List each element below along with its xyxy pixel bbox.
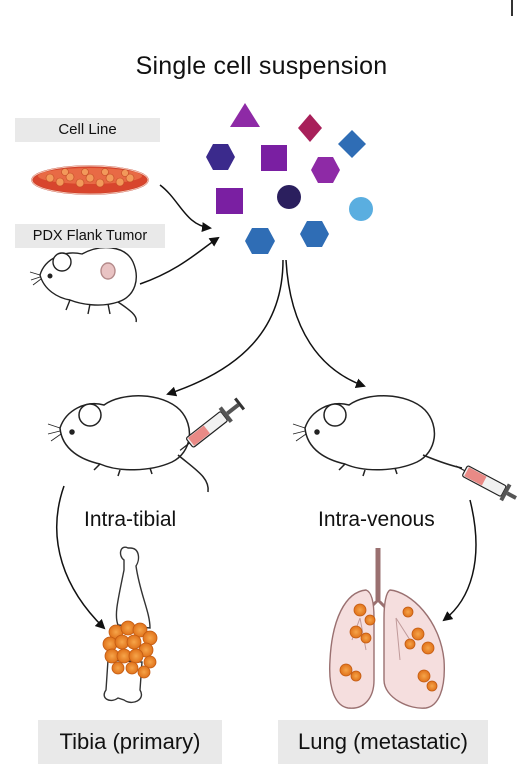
cell-line-label: Cell Line (15, 118, 160, 142)
syringe-left-icon (179, 397, 246, 451)
diagram-title: Single cell suspension (135, 52, 388, 80)
intra-tibial-label: Intra-tibial (84, 508, 177, 531)
triangle-cell (230, 103, 260, 127)
circle-cell-light-blue (349, 197, 373, 221)
square-cell-violet-2 (216, 188, 243, 214)
lung-metastatic-label: Lung (metastatic) (278, 720, 488, 764)
petri-dish-icon (31, 165, 149, 195)
diamond-cell-crimson (298, 114, 322, 142)
hexagon-cell-indigo (206, 144, 235, 170)
square-cell-violet-1 (261, 145, 287, 171)
lung-tumor-nodules (339, 603, 438, 692)
cell-shapes-cluster (206, 103, 373, 254)
arrow-pdx-to-suspension (139, 236, 220, 285)
diamond-cell-blue (338, 130, 366, 158)
tibia-tumor-cluster (102, 620, 158, 679)
hexagon-cell-purple (311, 157, 340, 183)
arrow-intratibial-to-tibia (56, 485, 106, 630)
mouse-intra-venous-icon (292, 395, 463, 477)
arrow-cellline-to-suspension (159, 184, 212, 233)
tibia-primary-label: Tibia (primary) (38, 720, 222, 764)
flow-arrows (56, 184, 477, 630)
hexagon-cell-blue-2 (300, 221, 329, 247)
pdx-flank-tumor-label: PDX Flank Tumor (15, 224, 165, 248)
page-edge-mark (511, 0, 513, 16)
arrow-suspension-to-intravenous (285, 259, 366, 388)
mouse-intra-tibial-icon (47, 395, 209, 493)
arrow-intravenous-to-lung (442, 499, 477, 622)
syringe-right-icon (455, 465, 517, 502)
arrow-suspension-to-intratibial (166, 259, 284, 397)
pdx-mouse-icon (29, 246, 137, 323)
circle-cell-navy (277, 185, 301, 209)
intra-venous-label: Intra-venous (318, 508, 435, 531)
hexagon-cell-blue-1 (245, 228, 275, 254)
